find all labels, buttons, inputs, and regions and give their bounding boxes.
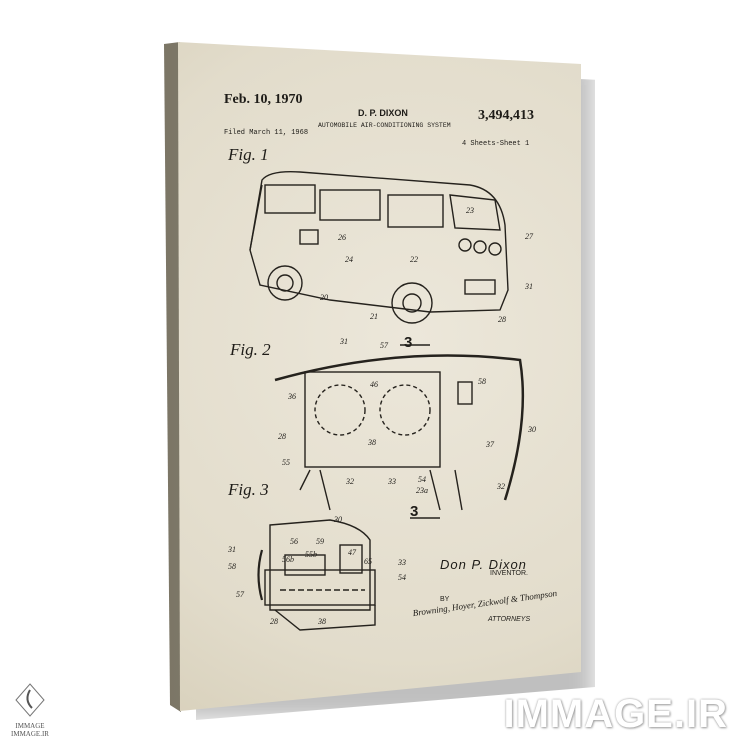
reference-number: 31 xyxy=(525,282,533,291)
reference-number: 26 xyxy=(338,233,346,242)
filed-date: Filed March 11, 1968 xyxy=(224,129,309,137)
patent-number: 3,494,413 xyxy=(478,108,534,123)
watermark-logo-icon xyxy=(15,683,45,717)
fig3-label: Fig. 3 xyxy=(228,480,269,499)
reference-number: 65 xyxy=(364,557,372,566)
reference-number: 22 xyxy=(410,255,418,264)
reference-number: 28 xyxy=(270,617,278,626)
watermark-logo: IMMAGE IMMAGE.IR xyxy=(10,680,50,738)
reference-number: 55 xyxy=(282,458,290,467)
fig2-cross-section-drawing xyxy=(274,344,525,519)
reference-number: 23 xyxy=(466,206,474,215)
reference-number: 32 xyxy=(346,477,354,486)
reference-number: 38 xyxy=(318,617,326,626)
watermark-logo-text: IMMAGE xyxy=(15,722,45,730)
reference-number: 28 xyxy=(498,315,506,324)
reference-number: 33 xyxy=(388,477,396,486)
inventor-label: INVENTOR. xyxy=(490,570,528,577)
section-mark-top: 3 xyxy=(404,334,413,351)
reference-number: 31 xyxy=(228,545,236,554)
fig1-label: Fig. 1 xyxy=(228,145,269,164)
reference-number: 33 xyxy=(398,558,406,567)
reference-number: 57 xyxy=(236,590,244,599)
reference-number: 54 xyxy=(398,573,406,582)
sheet-count: 4 Sheets-Sheet 1 xyxy=(462,140,530,148)
fig3-unit-drawing xyxy=(257,519,376,631)
reference-number: 24 xyxy=(345,255,353,264)
reference-number: 31 xyxy=(340,337,348,346)
fig1-van-drawing xyxy=(249,170,509,324)
watermark-text: IMMAGE.IR xyxy=(503,692,728,736)
reference-number: 23a xyxy=(416,486,428,495)
reference-number: 55b xyxy=(305,550,317,559)
patent-date: Feb. 10, 1970 xyxy=(224,92,303,107)
reference-number: 37 xyxy=(486,440,494,449)
reference-number: 21 xyxy=(370,312,378,321)
reference-number: 36 xyxy=(288,392,296,401)
inventor-header: D. P. DIXON xyxy=(358,108,408,118)
fig2-label: Fig. 2 xyxy=(230,340,271,359)
patent-title: AUTOMOBILE AIR-CONDITIONING SYSTEM xyxy=(318,122,451,129)
reference-number: 27 xyxy=(525,232,533,241)
watermark-logo-subtext: IMMAGE.IR xyxy=(11,730,49,738)
reference-number: 56b xyxy=(282,555,294,564)
reference-number: 56 xyxy=(290,537,298,546)
reference-number: 30 xyxy=(334,515,342,524)
reference-number: 38 xyxy=(368,438,376,447)
reference-number: 28 xyxy=(278,432,286,441)
reference-number: 30 xyxy=(528,425,536,434)
reference-number: 57 xyxy=(380,341,388,350)
reference-number: 59 xyxy=(316,537,324,546)
inventor-name: Don P. Dixon xyxy=(440,557,527,572)
reference-number: 47 xyxy=(348,548,356,557)
reference-number: 58 xyxy=(478,377,486,386)
attorneys-label: ATTORNEYS xyxy=(488,616,531,623)
section-mark-bottom: 3 xyxy=(410,503,419,520)
reference-number: 20 xyxy=(320,293,328,302)
reference-number: 46 xyxy=(370,380,378,389)
reference-number: 54 xyxy=(418,475,426,484)
by-label: BY xyxy=(440,596,450,603)
reference-number: 58 xyxy=(228,562,236,571)
reference-number: 32 xyxy=(497,482,505,491)
